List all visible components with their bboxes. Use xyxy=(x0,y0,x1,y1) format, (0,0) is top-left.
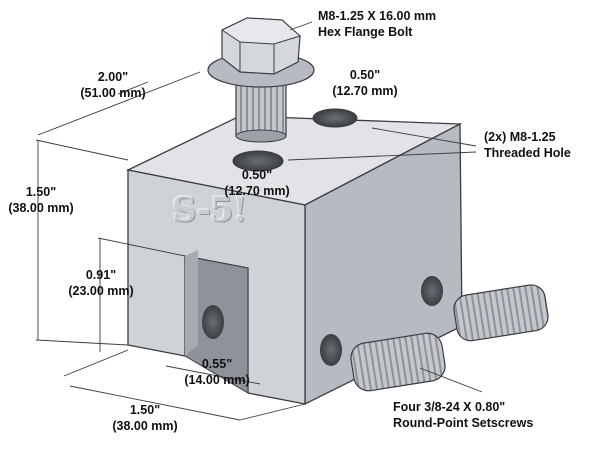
threaded-hole-front xyxy=(232,150,284,172)
bolt-label-spec: M8-1.25 X 16.00 mm xyxy=(318,9,437,23)
hole-label-spec: (2x) M8-1.25 xyxy=(484,130,556,144)
bolt-label-name: Hex Flange Bolt xyxy=(318,25,413,39)
dim-hole-back-mm: (12.70 mm) xyxy=(332,84,398,98)
dim-hole-back-in: 0.50" xyxy=(349,68,381,82)
threaded-hole-back xyxy=(312,108,358,128)
side-hole-upper xyxy=(421,276,443,306)
dim-width-mm: (38.00 mm) xyxy=(112,419,178,433)
slot-inner-side xyxy=(185,250,198,356)
setscrew-upper xyxy=(453,284,549,342)
dim-slot-width-in: 0.55" xyxy=(201,357,233,371)
dim-height-in: 1.50" xyxy=(25,185,57,199)
setscrew-label-name: Round-Point Setscrews xyxy=(393,416,534,430)
dim-width-in: 1.50" xyxy=(129,403,161,417)
s5-logo: S-5! xyxy=(172,190,247,230)
hex-flange-bolt xyxy=(207,17,315,143)
setscrew-label-spec: Four 3/8-24 X 0.80" xyxy=(393,400,506,414)
side-hole-lower xyxy=(320,334,342,366)
dim-depth-mm: (51.00 mm) xyxy=(80,86,146,100)
dim-hole-front-in: 0.50" xyxy=(241,168,273,182)
dim-slot-width-mm: (14.00 mm) xyxy=(184,373,250,387)
hole-label-name: Threaded Hole xyxy=(484,146,571,160)
dim-height-mm: (38.00 mm) xyxy=(8,201,74,215)
slot-hole xyxy=(202,305,224,339)
dimension-lines xyxy=(35,21,483,421)
dim-slot-height-mm: (23.00 mm) xyxy=(68,284,134,298)
dim-hole-front-mm: (12.70 mm) xyxy=(224,184,290,198)
setscrew-lower xyxy=(350,332,446,392)
dim-slot-height-in: 0.91" xyxy=(85,268,117,282)
dim-depth-in: 2.00" xyxy=(97,70,129,84)
